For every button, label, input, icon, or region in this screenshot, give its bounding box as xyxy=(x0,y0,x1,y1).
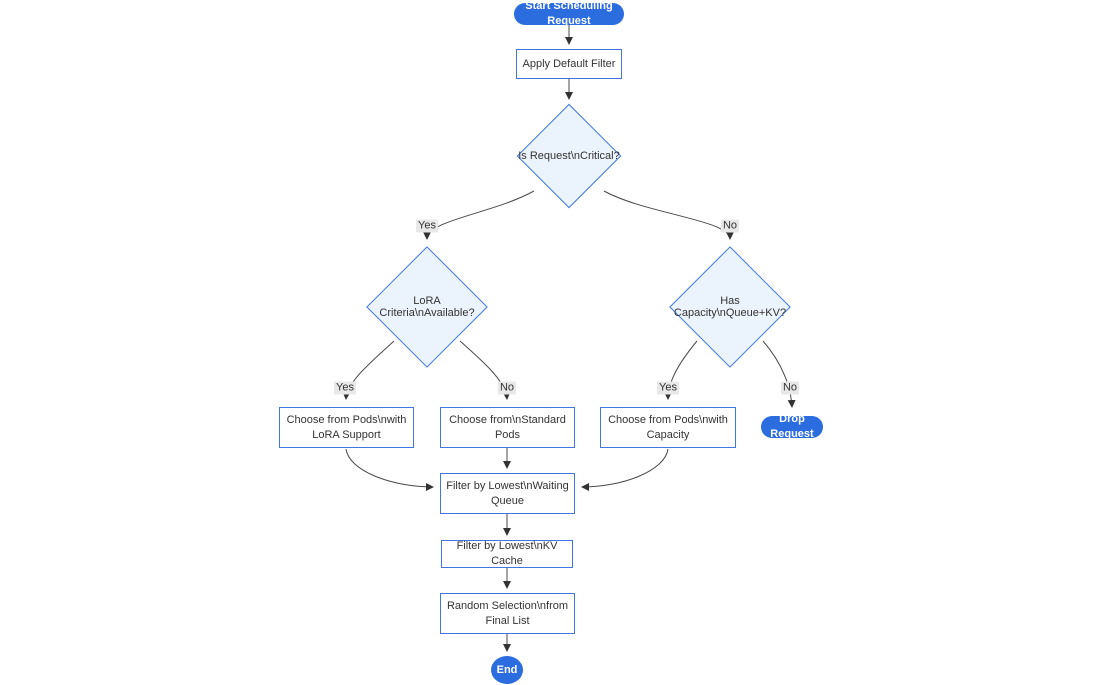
node-drop-request: Drop Request xyxy=(761,413,823,440)
node-has-capacity-queue-kv: Has Capacity\nQueue+KV? xyxy=(669,246,791,368)
edge-label-critical-yes: Yes xyxy=(416,219,438,233)
edge-label-lora-yes: Yes xyxy=(334,381,356,395)
edge-label-lora-no: No xyxy=(497,381,517,395)
edge-label-capacity-no: No xyxy=(780,381,800,395)
diamond-label: Has Capacity\nQueue+KV? xyxy=(673,295,787,319)
diamond-label: LoRA Criteria\nAvailable? xyxy=(379,295,475,319)
edge-critical-yes xyxy=(423,190,535,240)
node-is-request-critical: Is Request\nCritical? xyxy=(516,103,622,209)
edge-lora-to-filterqueue xyxy=(345,448,434,491)
edge-label-capacity-yes: Yes xyxy=(657,381,679,395)
node-start: Start Scheduling Request xyxy=(514,0,624,27)
node-choose-pods-lora-support: Choose from Pods\nwith LoRA Support xyxy=(279,407,414,448)
diamond-label: Is Request\nCritical? xyxy=(518,150,620,162)
node-filter-lowest-waiting-queue: Filter by Lowest\nWaiting Queue xyxy=(440,473,575,514)
edge-capacity-no xyxy=(762,340,796,408)
node-lora-criteria-available: LoRA Criteria\nAvailable? xyxy=(366,246,488,368)
node-choose-pods-capacity: Choose from Pods\nwith Capacity xyxy=(600,407,736,448)
node-choose-standard-pods: Choose from\nStandard Pods xyxy=(440,407,575,448)
node-end: End xyxy=(491,656,523,684)
edge-label-critical-no: No xyxy=(720,219,740,233)
edge-capacity-to-filterqueue xyxy=(581,448,669,491)
node-apply-default-filter: Apply Default Filter xyxy=(516,49,622,79)
node-filter-lowest-kv-cache: Filter by Lowest\nKV Cache xyxy=(441,540,573,568)
node-random-selection-final-list: Random Selection\nfrom Final List xyxy=(440,593,575,634)
edge-critical-no xyxy=(603,190,734,240)
